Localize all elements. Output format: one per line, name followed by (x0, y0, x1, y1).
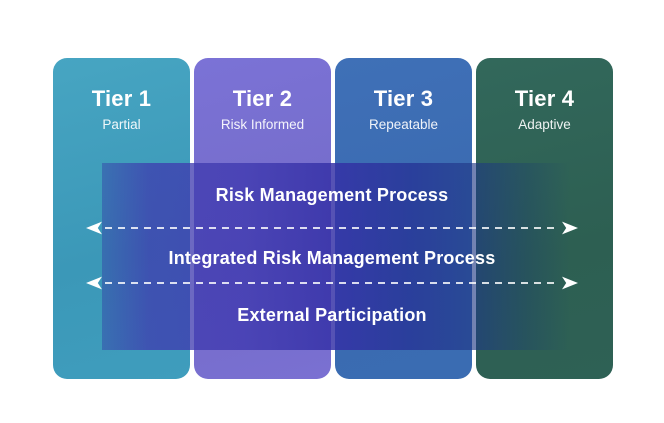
tier-3-subtitle: Repeatable (368, 117, 439, 132)
tier-2-title: Tier 2 (232, 86, 293, 111)
tier-4-subtitle: Adaptive (518, 117, 571, 132)
band-label-integrated-risk-management-process: Integrated Risk Management Process (168, 248, 496, 268)
band-label-external-participation: External Participation (237, 305, 427, 325)
tier-4-title: Tier 4 (514, 86, 575, 111)
tier-1-subtitle: Partial (102, 117, 141, 132)
tier-1-title: Tier 1 (91, 86, 152, 111)
double-arrow-icon (86, 221, 578, 235)
overlay-band (102, 163, 570, 350)
tier-3-title: Tier 3 (373, 86, 434, 111)
band-label-risk-management-process: Risk Management Process (215, 185, 449, 205)
tier-2-subtitle: Risk Informed (220, 117, 305, 132)
double-arrow-icon (86, 276, 578, 290)
